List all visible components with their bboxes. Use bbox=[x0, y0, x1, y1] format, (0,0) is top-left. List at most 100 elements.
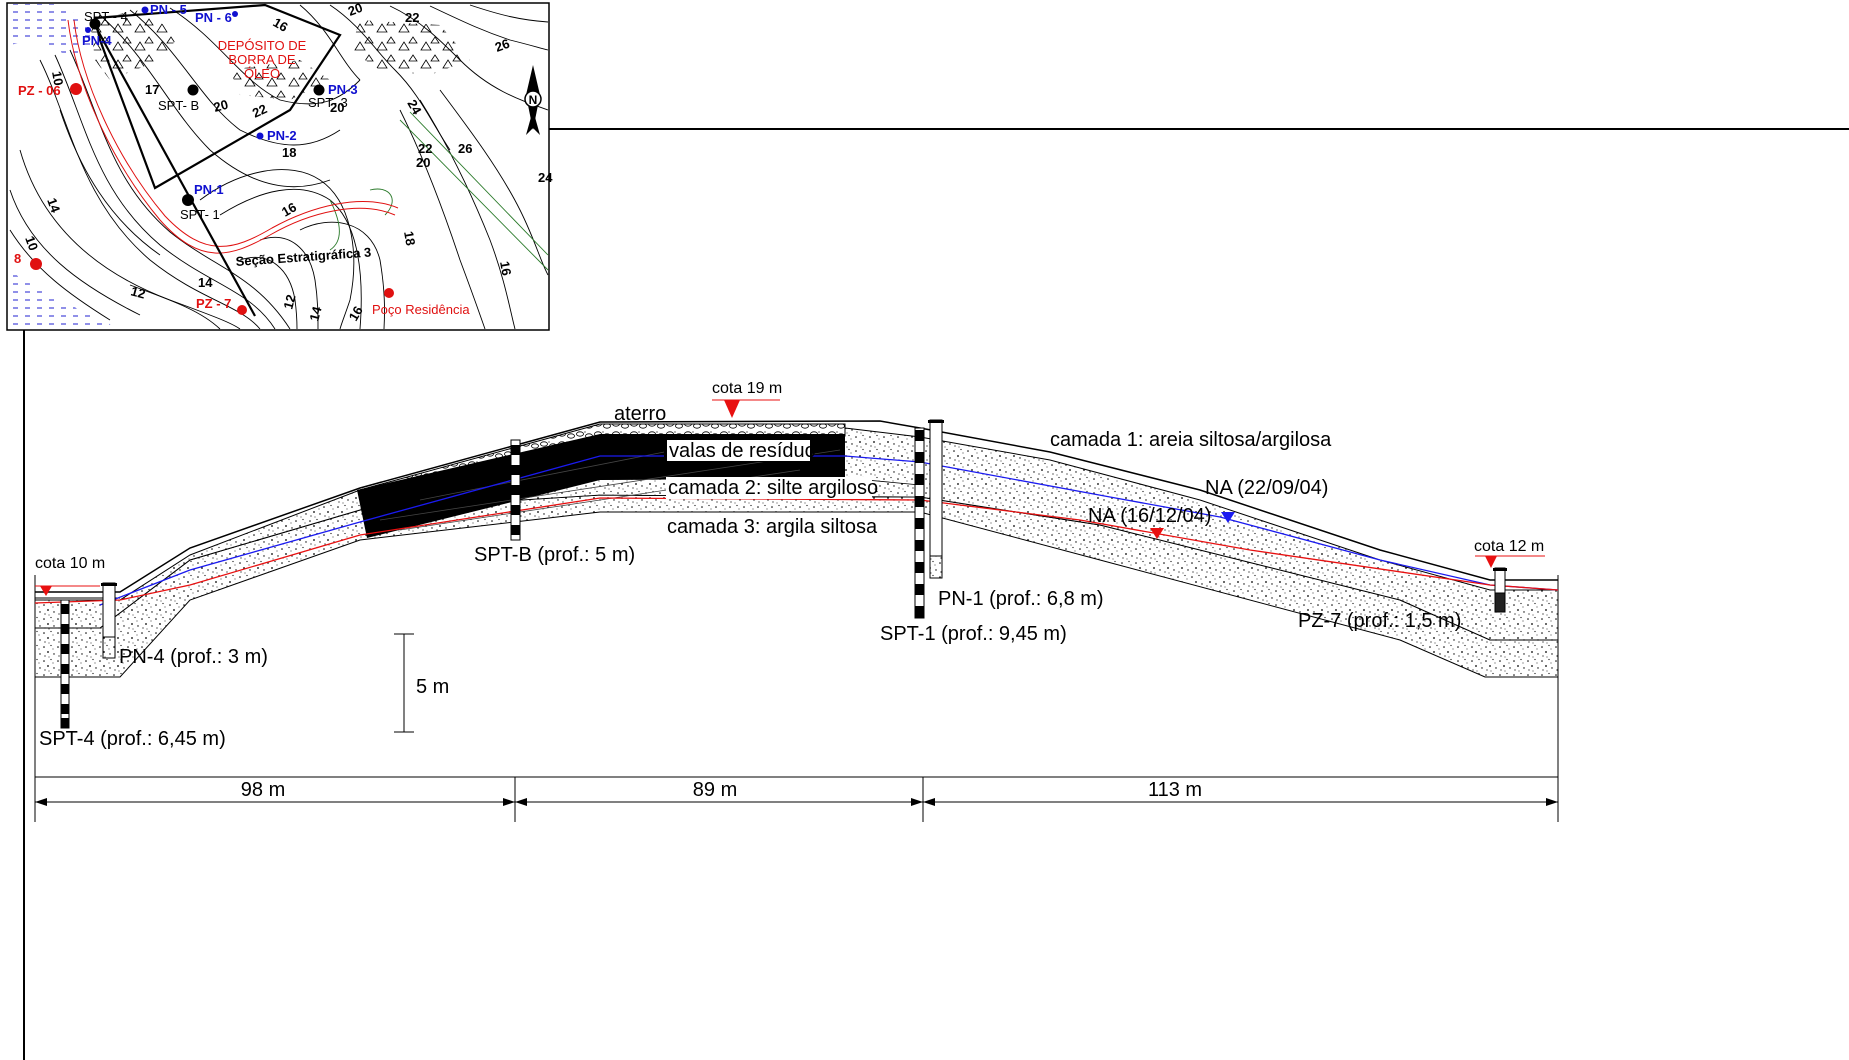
contour-label: 10 bbox=[22, 234, 41, 253]
scale-label: 5 m bbox=[416, 676, 449, 698]
north-label: N bbox=[529, 93, 538, 107]
contour-label: 17 bbox=[145, 82, 159, 97]
pz-06-label: PZ - 06 bbox=[18, 83, 61, 98]
pz-06-dot bbox=[70, 83, 82, 95]
cota-left-label: cota 10 m bbox=[35, 555, 105, 572]
ground-surface bbox=[35, 420, 1558, 593]
cota-right-label: cota 12 m bbox=[1474, 538, 1544, 555]
contour-label: 26 bbox=[493, 36, 512, 55]
map-spt-points: SPT - 4 SPT- B SPT- 3 SPT- 1 bbox=[84, 9, 348, 222]
poco-dot bbox=[384, 288, 394, 298]
label-spt-b: SPT-B (prof.: 5 m) bbox=[474, 544, 635, 566]
label-pz-7: PZ-7 (prof.: 1,5 m) bbox=[1298, 610, 1461, 632]
contour-numbers: 20 22 16 26 17 20 22 18 24 22 20 26 24 1… bbox=[22, 0, 553, 324]
label-spt-4: SPT-4 (prof.: 6,45 m) bbox=[39, 728, 226, 750]
road-lines bbox=[67, 19, 399, 254]
contour-label: 10 bbox=[49, 70, 66, 87]
contour-label: 14 bbox=[306, 304, 324, 323]
contour-label: 22 bbox=[418, 141, 432, 156]
water-area-bottom bbox=[8, 270, 120, 329]
pz-7-label: PZ - 7 bbox=[196, 296, 231, 311]
contour-label: 20 bbox=[330, 100, 344, 115]
contour-label: 18 bbox=[401, 230, 418, 247]
elevation-marker-left: cota 10 m bbox=[35, 555, 105, 596]
contour-label: 16 bbox=[279, 199, 299, 219]
label-pn-4: PN-4 (prof.: 3 m) bbox=[119, 646, 268, 668]
pn-3-label: PN-3 bbox=[328, 82, 358, 97]
distance-label-1: 98 m bbox=[241, 779, 285, 801]
pn-5-label: PN - 5 bbox=[150, 2, 187, 17]
pn-6-dot bbox=[232, 11, 238, 17]
label-camada-2: camada 2: silte argiloso bbox=[668, 477, 878, 499]
cross-section: cota 10 m cota 19 m cota 12 m aterro val… bbox=[34, 380, 1559, 822]
deposit-label-line-3: ÓLEO bbox=[244, 66, 280, 81]
spt-4-dot bbox=[89, 18, 101, 30]
contour-label: 20 bbox=[212, 97, 230, 115]
label-valas: valas de resíduo bbox=[669, 440, 816, 462]
na-marker-red-icon bbox=[1150, 528, 1164, 539]
camada2-label-bg bbox=[666, 477, 872, 499]
spt-3-label: SPT- 3 bbox=[308, 95, 348, 110]
label-spt-1: SPT-1 (prof.: 9,45 m) bbox=[880, 623, 1067, 645]
label-aterro: aterro bbox=[614, 403, 666, 425]
point-8-label: 8 bbox=[14, 251, 21, 266]
pn-2-label: PN-2 bbox=[267, 128, 297, 143]
label-na-22-09-04: NA (22/09/04) bbox=[1205, 477, 1328, 499]
map-points-red: PZ - 06 PZ - 7 8 Poço Residência bbox=[14, 83, 470, 317]
pn-2-dot bbox=[256, 132, 264, 140]
contour-label: 24 bbox=[538, 170, 553, 185]
borehole-spt-b bbox=[510, 439, 521, 541]
cota-top-label: cota 19 m bbox=[712, 380, 782, 397]
label-camada-1: camada 1: areia siltosa/argilosa bbox=[1050, 429, 1332, 451]
contour-label: 16 bbox=[271, 15, 291, 35]
distance-label-3: 113 m bbox=[1148, 779, 1202, 801]
contour-label: 26 bbox=[458, 141, 472, 156]
spt-1-label: SPT- 1 bbox=[180, 207, 220, 222]
deposit-boundary bbox=[93, 3, 342, 190]
pn-5-dot bbox=[141, 6, 149, 14]
contour-label: 22 bbox=[250, 101, 269, 121]
pn-1-label: PN-1 bbox=[194, 182, 224, 197]
spt-b-dot bbox=[187, 84, 199, 96]
map-piezometers-blue: PN - 5 PN - 6 PN-4 PN-3 PN-2 PN-1 bbox=[82, 2, 358, 197]
distance-label-2: 89 m bbox=[693, 779, 737, 801]
contour-label: 20 bbox=[416, 155, 430, 170]
spt-b-label: SPT- B bbox=[158, 98, 199, 113]
water-area-top bbox=[8, 4, 95, 60]
contour-label: 14 bbox=[198, 275, 213, 290]
na-marker-blue-icon bbox=[1221, 512, 1235, 523]
point-8-dot bbox=[30, 258, 42, 270]
deposit-label-line-1: DEPÓSITO DE bbox=[218, 38, 307, 53]
elevation-marker-top: cota 19 m bbox=[712, 380, 782, 418]
borehole-spt-1 bbox=[914, 427, 925, 619]
label-na-16-12-04: NA (16/12/04) bbox=[1088, 505, 1211, 527]
spt-3-dot bbox=[313, 84, 325, 96]
contour-label: 14 bbox=[44, 196, 63, 215]
deposit-label: DEPÓSITO DE BORRA DE ÓLEO bbox=[218, 38, 307, 81]
label-pn-1: PN-1 (prof.: 6,8 m) bbox=[938, 588, 1104, 610]
contour-label: 22 bbox=[405, 10, 419, 25]
contour-label: 12 bbox=[280, 293, 298, 311]
pn-4-dot bbox=[85, 27, 91, 33]
pn-6-label: PN - 6 bbox=[195, 10, 232, 25]
rock-zone-2 bbox=[350, 20, 470, 75]
piezometer-pn-1 bbox=[928, 419, 944, 579]
valas-label-box bbox=[667, 440, 810, 461]
drainage-lines bbox=[329, 111, 549, 271]
contour-label: 20 bbox=[346, 0, 365, 19]
dimension-line: 98 m 89 m 113 m bbox=[34, 777, 1559, 822]
contour-label: 18 bbox=[282, 145, 296, 160]
contour-label: 16 bbox=[346, 303, 366, 323]
label-camada-3: camada 3: argila siltosa bbox=[667, 516, 878, 538]
contour-label: 12 bbox=[129, 283, 147, 301]
section-line bbox=[91, 19, 256, 317]
vertical-scale-bar: 5 m bbox=[394, 633, 449, 733]
spt-4-label: SPT - 4 bbox=[84, 9, 128, 24]
rock-zone-3 bbox=[230, 60, 330, 100]
north-arrow-icon: N bbox=[524, 65, 542, 135]
location-map: DEPÓSITO DE BORRA DE ÓLEO 20 22 16 26 17… bbox=[6, 0, 553, 331]
spt-1-dot bbox=[182, 194, 194, 206]
pz-7-dot bbox=[237, 305, 247, 315]
contour-label: 16 bbox=[497, 260, 514, 277]
poco-label: Poço Residência bbox=[372, 302, 470, 317]
